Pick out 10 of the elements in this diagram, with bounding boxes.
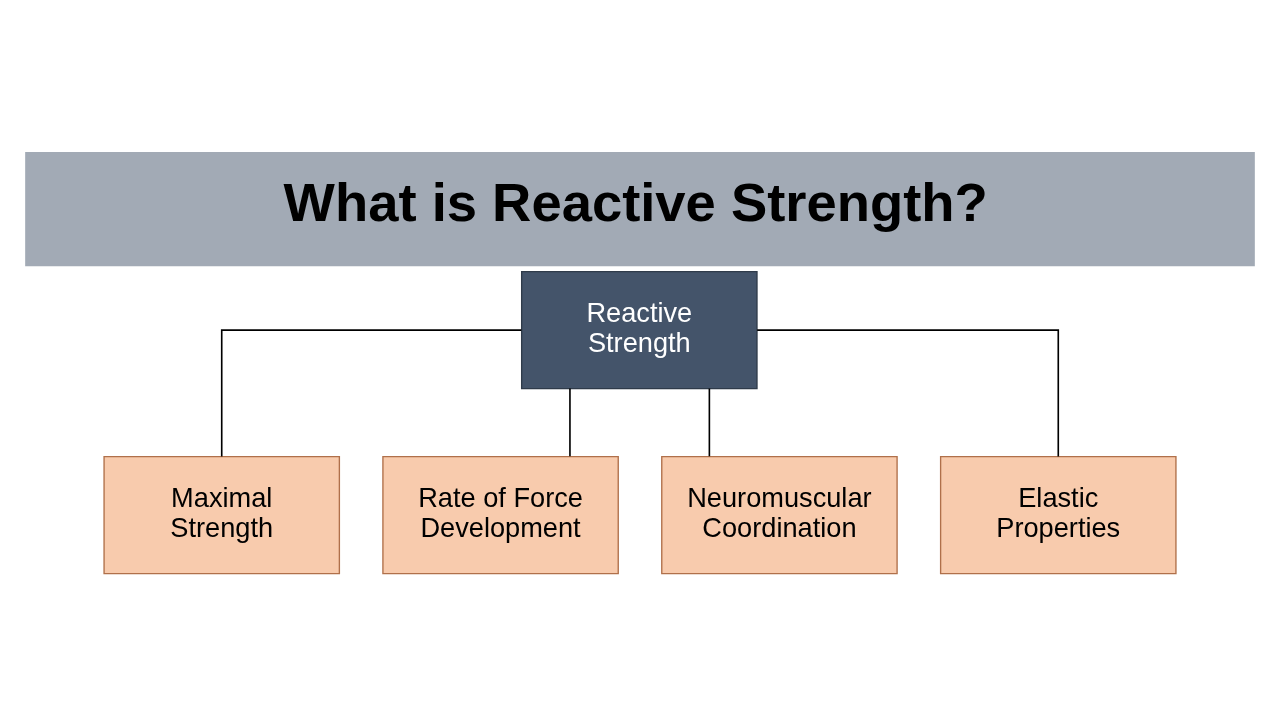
- connector: [708, 387, 711, 458]
- node-box: Reactive Strength: [521, 270, 758, 390]
- node-box: Elastic Properties: [939, 455, 1177, 575]
- connector: [220, 329, 523, 458]
- diagram-title: What is Reactive Strength?: [283, 172, 988, 234]
- connector: [756, 329, 1060, 458]
- node-box: Maximal Strength: [103, 455, 341, 575]
- node-box: Neuromuscular Coordination: [661, 455, 898, 575]
- node-box: Rate of Force Development: [382, 455, 619, 575]
- connector: [569, 387, 571, 458]
